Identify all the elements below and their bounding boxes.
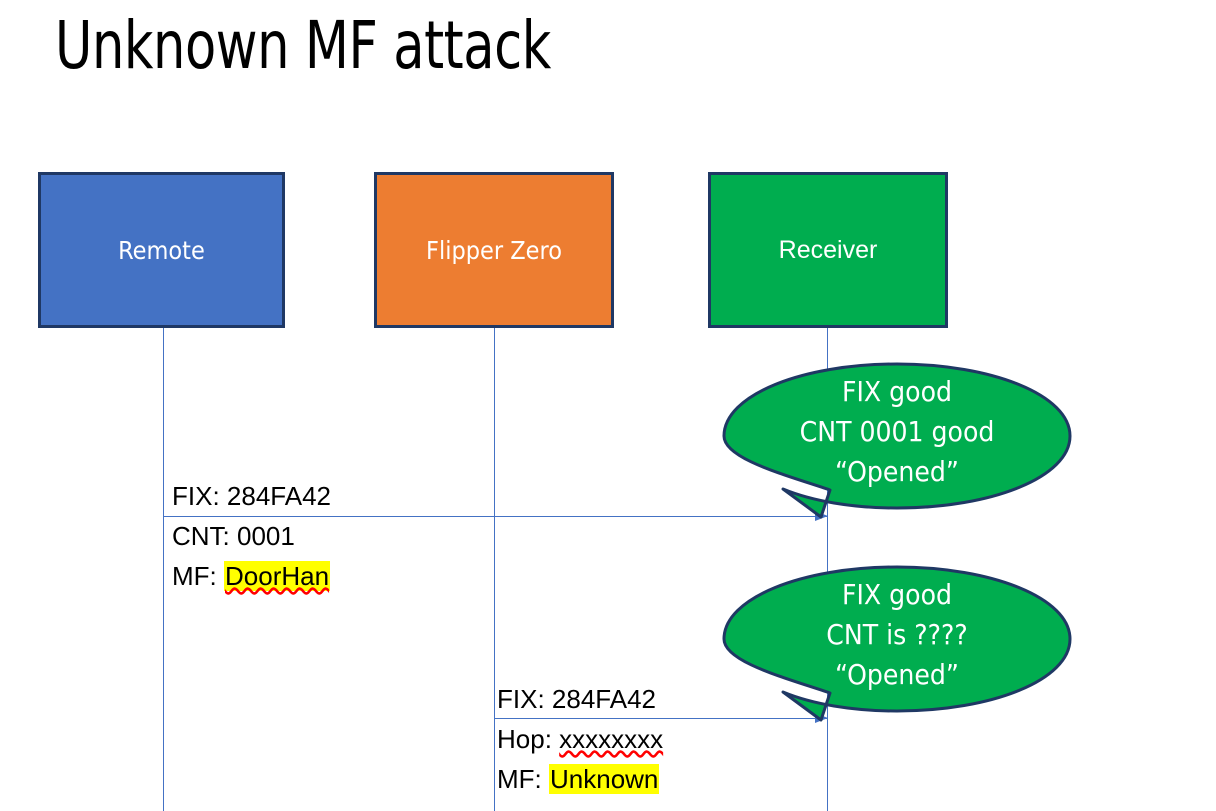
actor-label-remote: Remote — [118, 235, 205, 265]
actor-box-remote[interactable]: Remote — [38, 172, 285, 328]
message-1-line-2-prefix: CNT: — [172, 521, 237, 551]
callout-bubble-1[interactable]: FIX good CNT 0001 good “Opened” — [722, 362, 1072, 522]
message-2-line-1: FIX: 284FA42 — [497, 679, 663, 719]
message-2-line-2-value: xxxxxxxx — [559, 724, 664, 754]
message-label-2: FIX: 284FA42 Hop: xxxxxxxx MF: Unknown — [497, 679, 663, 799]
message-2-line-1-value: 284FA42 — [551, 684, 656, 714]
page-title: Unknown MF attack — [55, 7, 551, 84]
message-2-line-3-value: Unknown — [549, 764, 660, 794]
message-1-line-2: CNT: 0001 — [172, 516, 331, 556]
message-1-line-3-value: DoorHan — [224, 561, 331, 591]
message-2-line-2-prefix: Hop: — [497, 724, 560, 754]
message-1-line-3-prefix: MF: — [172, 561, 224, 591]
message-1-line-1-value: 284FA42 — [226, 481, 331, 511]
callout-2-shape — [722, 565, 1072, 722]
message-2-line-3: MF: Unknown — [497, 759, 663, 799]
message-2-line-1-prefix: FIX: — [497, 684, 552, 714]
message-1-line-1: FIX: 284FA42 — [172, 476, 331, 516]
callout-1-shape — [722, 362, 1072, 519]
message-2-line-3-prefix: MF: — [497, 764, 549, 794]
message-label-1: FIX: 284FA42 CNT: 0001 MF: DoorHan — [172, 476, 331, 596]
message-1-line-3: MF: DoorHan — [172, 556, 331, 596]
actor-box-receiver[interactable]: Receiver — [708, 172, 948, 328]
lifeline-flipper — [494, 328, 495, 811]
actor-label-receiver: Receiver — [778, 235, 878, 264]
actor-label-flipper: Flipper Zero — [426, 235, 562, 265]
actor-box-flipper[interactable]: Flipper Zero — [374, 172, 614, 328]
lifeline-remote — [163, 328, 164, 811]
message-1-line-1-prefix: FIX: — [172, 481, 227, 511]
message-2-line-2: Hop: xxxxxxxx — [497, 719, 663, 759]
message-1-line-2-value: 0001 — [237, 521, 295, 551]
lifeline-receiver — [827, 328, 828, 811]
callout-bubble-2[interactable]: FIX good CNT is ???? “Opened” — [722, 565, 1072, 725]
